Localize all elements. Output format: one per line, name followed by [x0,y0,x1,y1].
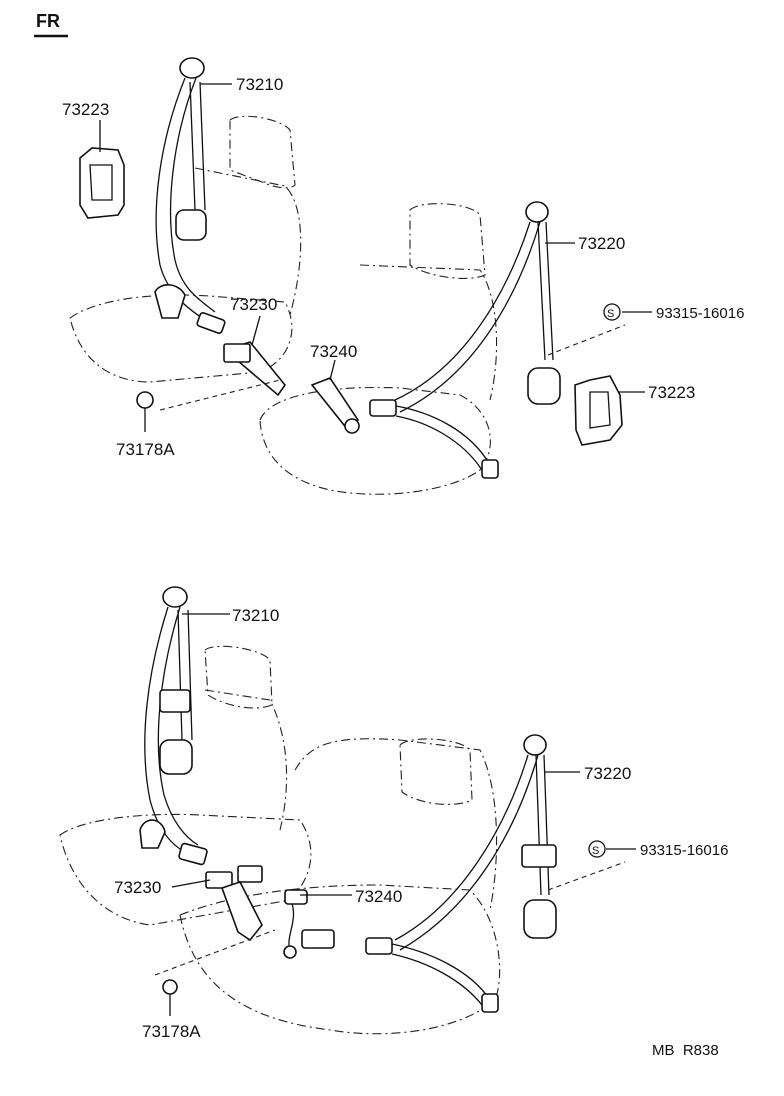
top-right-retractor [527,367,561,405]
top-left-tongue [196,312,226,334]
bottom-left-belt-73210 [139,586,208,866]
s-mark-bottom [588,840,606,858]
bottom-right-belt-73220 [365,734,557,1013]
top-right-shoulder-anchor [525,201,549,223]
bottom-right-guide [521,844,557,868]
label-93315-bottom: 93315-16016 [640,842,728,859]
top-buckle-73230 [223,341,287,397]
top-left-retractor [175,209,207,241]
label-93315-top: 93315-16016 [656,305,744,322]
bottom-left-guide [159,689,191,713]
label-73178a-bottom: 73178A [142,1022,201,1041]
label-73220-bottom: 73220 [584,764,631,783]
top-left-lower-anchor [154,284,186,319]
bottom-leader-lines [169,613,636,1016]
label-73240-top: 73240 [310,342,357,361]
bottom-bench-seat [59,645,501,1035]
label-73210-top: 73210 [236,75,283,94]
top-cap-73178a [136,391,154,409]
label-73220-top: 73220 [578,234,625,253]
top-right-bracket-73223 [574,375,623,446]
top-buckle-73240 [310,377,360,434]
bottom-right-shoulder-anchor [523,734,547,756]
label-73240-bottom: 73240 [355,887,402,906]
label-73210-bottom: 73210 [232,606,279,625]
bottom-left-tongue [178,842,208,866]
fr-label: FR [36,11,60,31]
label-73178a-top: 73178A [116,440,175,459]
top-right-tongue [369,399,397,417]
top-left-shoulder-anchor [179,57,205,79]
label-73230-top: 73230 [230,295,277,314]
label-73230-bottom: 73230 [114,878,161,897]
top-illustration: 73210 73223 73230 73178A 73240 73220 S 9… [62,57,744,495]
label-73223-top-left: 73223 [62,100,109,119]
bottom-left-lower-anchor [139,819,166,849]
fr-marker: FR [34,11,68,38]
bottom-buckle-73230 [205,865,263,942]
top-left-seat [69,115,302,383]
top-right-lower-anchor [481,459,499,479]
bottom-left-shoulder-anchor [162,586,188,608]
top-left-bracket-73223 [79,147,125,219]
diagram-code: MB R838 [652,1042,719,1059]
bottom-right-lower-anchor [481,993,499,1013]
s-mark-bottom-text: S [592,845,599,857]
bottom-right-retractor [523,899,557,939]
s-mark-top-text: S [607,308,614,320]
top-leader-lines [99,83,652,432]
top-right-belt-73220 [369,201,561,479]
top-left-belt-73210 [154,57,226,334]
label-73223-top-right: 73223 [648,383,695,402]
bottom-cap-73178a [162,979,178,995]
bottom-illustration: 73210 73220 S 93315-16016 73230 73240 73… [59,586,728,1041]
s-mark-top [603,303,621,321]
bottom-right-tongue [365,937,393,955]
bottom-left-retractor [159,739,193,775]
bottom-buckle-73240 [283,889,335,959]
